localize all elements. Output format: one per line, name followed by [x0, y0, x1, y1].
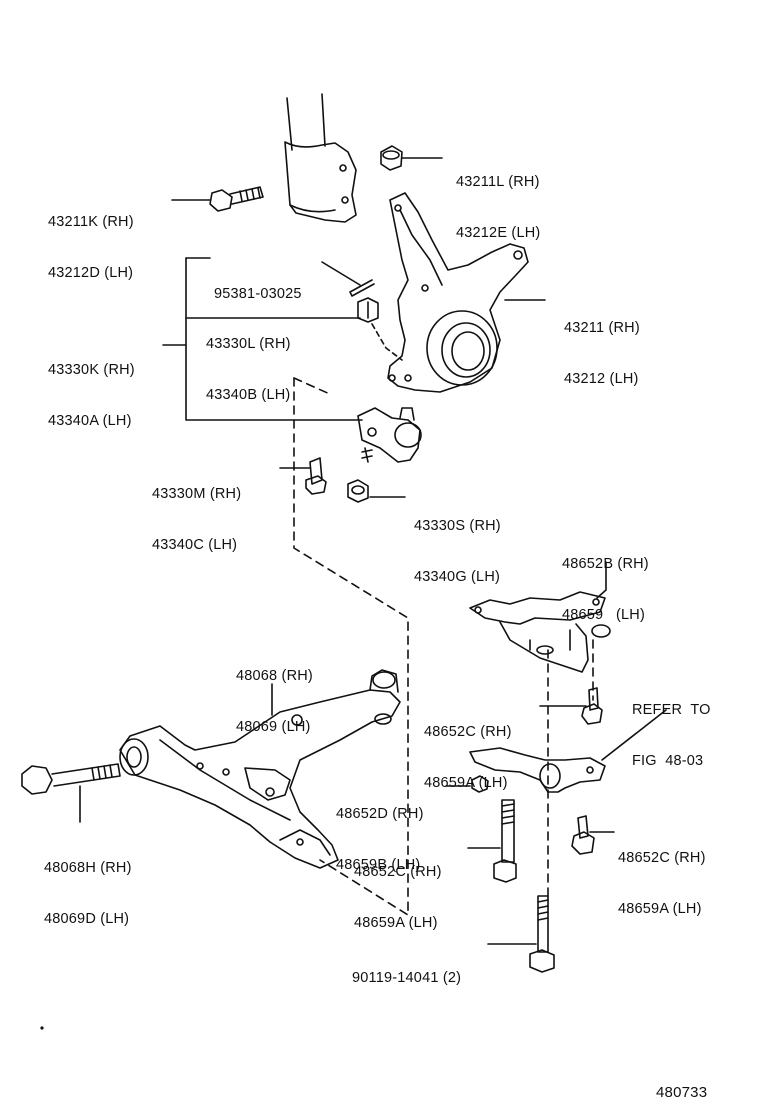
- label-43211: 43211 (RH) 43212 (LH): [564, 286, 640, 405]
- castle-nut-drawing: [357, 297, 403, 361]
- label-line: 48652C (RH): [618, 850, 706, 866]
- label-line: 48659A (LH): [354, 915, 438, 931]
- label-line: 48652D (RH): [336, 806, 424, 822]
- label-43211l: 43211L (RH) 43212E (LH): [456, 140, 540, 259]
- bolt-48068h-drawing: [21, 763, 121, 823]
- label-48068h: 48068H (RH) 48069D (LH): [44, 826, 132, 945]
- label-line: 95381-03025: [214, 286, 302, 302]
- label-line: 43211K (RH): [48, 214, 134, 230]
- label-line: 48659 (LH): [562, 607, 645, 623]
- label-line: 43330L (RH): [206, 336, 291, 352]
- label-line: 43330M (RH): [152, 486, 242, 502]
- nut-43211l-drawing: [380, 145, 443, 171]
- label-line: 43212D (LH): [48, 265, 134, 281]
- label-line: 90119-14041 (2): [352, 970, 462, 986]
- label-line: 48652B (RH): [562, 556, 649, 572]
- label-48652d: 48652D (RH) 48659B (LH): [336, 772, 424, 891]
- bolt-48652c-right-drawing: [571, 815, 615, 855]
- label-90119: 90119-14041 (2): [352, 936, 461, 1004]
- label-line: 48069D (LH): [44, 911, 130, 927]
- label-48068: 48068 (RH) 48069 (LH): [236, 634, 313, 753]
- label-line: 48652C (RH): [424, 724, 512, 740]
- label-43330l: 43330L (RH) 43340B (LH): [206, 302, 291, 421]
- label-line: 43340B (LH): [206, 387, 291, 403]
- bolt-90119-drawing: [487, 895, 555, 973]
- label-line: 43340C (LH): [152, 537, 238, 553]
- label-line: 43211L (RH): [456, 174, 540, 190]
- bolt-48652c-middle-drawing: [467, 799, 517, 883]
- label-48652c-right: 48652C (RH) 48659A (LH): [618, 816, 706, 935]
- label-refer: REFER TO FIG 48-03: [632, 668, 711, 787]
- figure-id: 480733: [656, 1084, 708, 1101]
- label-line: 48068H (RH): [44, 860, 132, 876]
- bracket-48652b-drawing: [469, 561, 611, 673]
- label-line: 48652C (RH): [354, 864, 442, 880]
- label-line: 48659A (LH): [424, 775, 508, 791]
- label-43330m: 43330M (RH) 43340C (LH): [152, 452, 241, 571]
- dashed-guides: [293, 377, 594, 916]
- label-48652c-middle: 48652C (RH) 48659A (LH): [354, 830, 442, 949]
- label-95381: 95381-03025: [214, 252, 302, 320]
- label-line: REFER TO: [632, 702, 711, 718]
- label-line: 48659A (LH): [618, 901, 702, 917]
- label-43330s: 43330S (RH) 43340G (LH): [414, 484, 501, 603]
- label-line: 43330K (RH): [48, 362, 135, 378]
- label-43211k: 43211K (RH) 43212D (LH): [48, 180, 134, 299]
- label-line: 43340G (LH): [414, 569, 501, 585]
- nut-43330s-drawing: [347, 479, 406, 503]
- label-line: 43211 (RH): [564, 320, 640, 336]
- label-line: 43330S (RH): [414, 518, 501, 534]
- bolt-43211k-drawing: [171, 186, 264, 212]
- bolt-43330m-drawing: [279, 457, 327, 495]
- label-43330k: 43330K (RH) 43340A (LH): [48, 328, 135, 447]
- label-line: 48659B (LH): [336, 857, 421, 873]
- label-line: 48068 (RH): [236, 668, 313, 684]
- label-line: FIG 48-03: [632, 753, 704, 769]
- lower-arm-drawing: [119, 669, 401, 869]
- label-48652c-upper: 48652C (RH) 48659A (LH): [424, 690, 512, 809]
- cotter-pin-drawing: [321, 261, 375, 297]
- steering-knuckle-drawing: [387, 192, 546, 393]
- nut-48652d-drawing: [445, 775, 489, 793]
- label-line: 43212E (LH): [456, 225, 541, 241]
- label-line: 43340A (LH): [48, 413, 132, 429]
- ball-joint-drawing: [357, 407, 422, 463]
- group-bracket: [162, 257, 363, 421]
- strut-drawing: [284, 93, 357, 223]
- bolt-48652c-upper-drawing: [539, 687, 603, 725]
- label-48652b: 48652B (RH) 48659 (LH): [562, 522, 649, 641]
- lower-bracket-drawing: [469, 709, 667, 793]
- label-line: 48069 (LH): [236, 719, 311, 735]
- label-line: 43212 (LH): [564, 371, 639, 387]
